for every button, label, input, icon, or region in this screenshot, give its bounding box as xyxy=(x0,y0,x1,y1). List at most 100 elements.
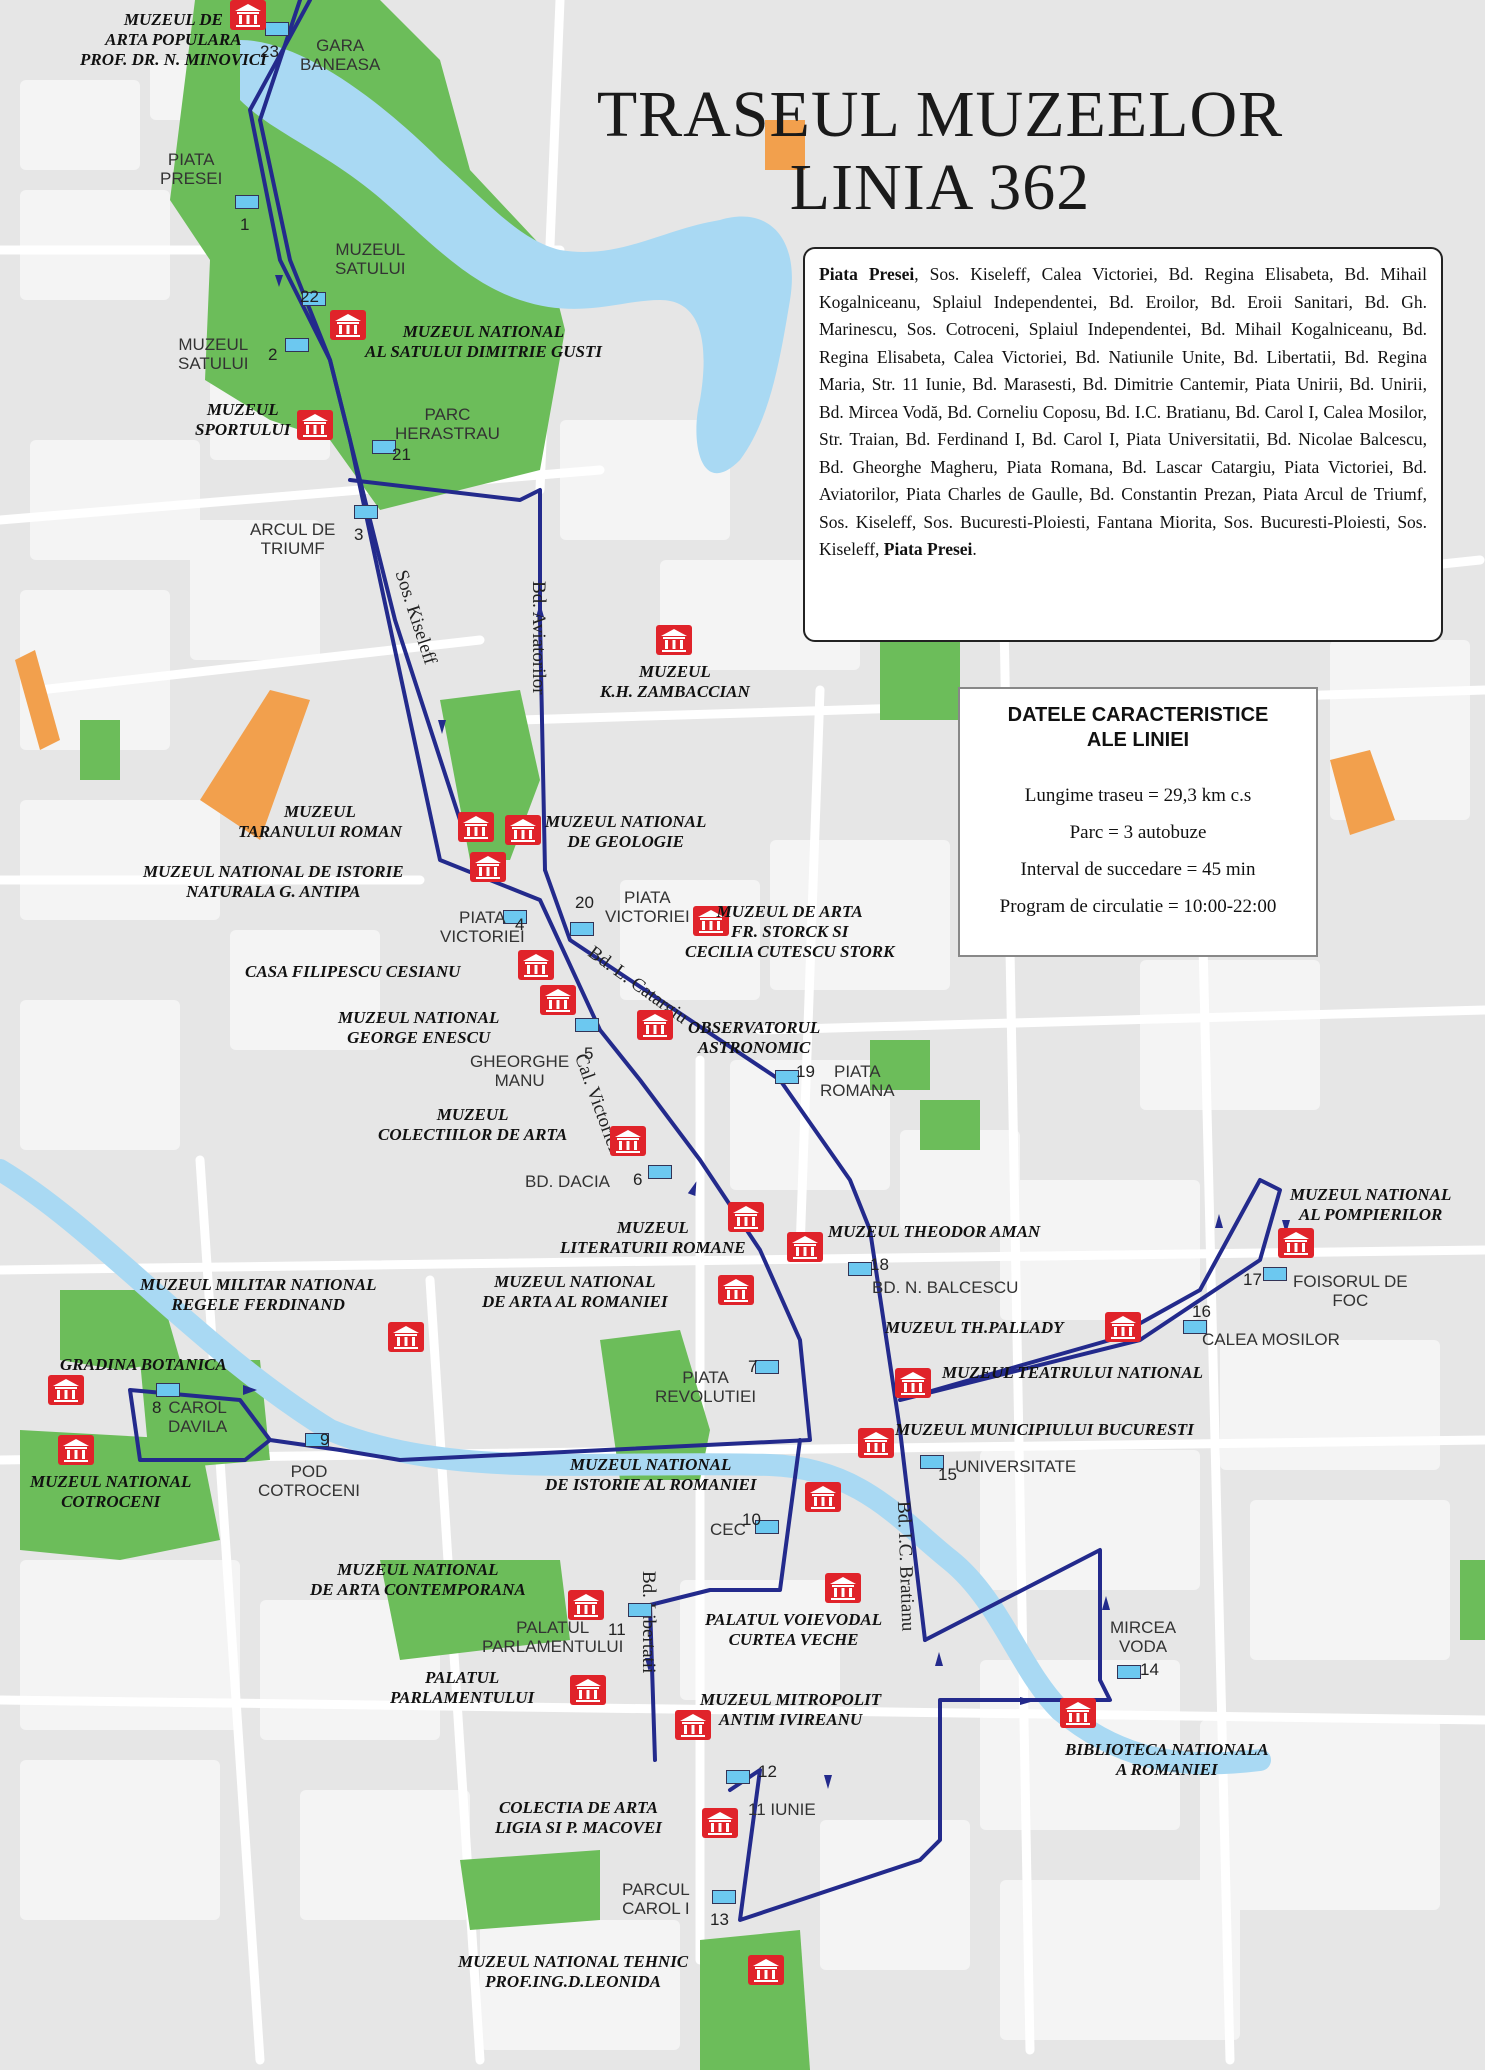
station-number: 5 xyxy=(584,1044,594,1063)
bus-stop-marker xyxy=(1263,1267,1287,1281)
museum-label: MUZEUL THEODOR AMAN xyxy=(828,1222,1041,1241)
street-libertatii: Bd. Libertatii xyxy=(638,1571,659,1674)
bus-stop-marker xyxy=(848,1262,872,1276)
bus-stop-marker xyxy=(712,1890,736,1904)
route-length: Lungime traseu = 29,3 km c.s xyxy=(1024,785,1252,806)
station-number: 16 xyxy=(1192,1302,1211,1321)
museum-icon xyxy=(505,815,541,845)
museum-icon xyxy=(718,1275,754,1305)
station-number: 12 xyxy=(758,1762,777,1781)
station-number: 2 xyxy=(268,345,278,364)
museum-icon xyxy=(297,410,333,440)
museum-icon xyxy=(728,1202,764,1232)
operating-hours: Program de circulatie = 10:00-22:00 xyxy=(999,896,1277,917)
museum-label: MUZEUL TEATRULUI NATIONAL xyxy=(942,1363,1204,1382)
bus-stop-marker xyxy=(775,1070,799,1084)
station-number: 23 xyxy=(260,42,279,61)
route-streets: , Sos. Kiseleff, Calea Victoriei, Bd. Re… xyxy=(819,264,1427,559)
museum-icon xyxy=(895,1368,931,1398)
museum-icon xyxy=(58,1435,94,1465)
station-name: UNIVERSITATE xyxy=(955,1457,1077,1476)
stats-title-line2: ALE LINIEI xyxy=(1086,729,1190,751)
station-name: BD. N. BALCESCU xyxy=(872,1278,1019,1297)
museum-icon xyxy=(1060,1698,1096,1728)
museum-icon xyxy=(540,985,576,1015)
museum-icon xyxy=(858,1428,894,1458)
museum-label: GRADINA BOTANICA xyxy=(60,1355,227,1374)
museum-icon xyxy=(610,1126,646,1156)
headway-interval: Interval de succedare = 45 min xyxy=(1020,859,1256,880)
station-name: CALEA MOSILOR xyxy=(1202,1330,1340,1349)
museum-icon xyxy=(825,1573,861,1603)
bus-stop-marker xyxy=(570,922,594,936)
bus-stop-marker xyxy=(755,1360,779,1374)
station-number: 14 xyxy=(1140,1660,1159,1679)
bus-stop-marker xyxy=(265,22,289,36)
line-characteristics-box: DATELE CARACTERISTICE ALE LINIEI Lungime… xyxy=(958,687,1318,957)
bus-stop-marker xyxy=(920,1455,944,1469)
station-name: 11 IUNIE xyxy=(748,1800,816,1819)
bus-stop-marker xyxy=(628,1603,652,1617)
bus-stop-marker xyxy=(503,910,527,924)
station-number: 11 xyxy=(608,1620,626,1639)
bus-stop-marker xyxy=(372,440,396,454)
station-number: 15 xyxy=(938,1465,957,1484)
station-number: 8 xyxy=(152,1398,162,1417)
station-name: BD. DACIA xyxy=(525,1172,611,1191)
bus-stop-marker xyxy=(302,292,326,306)
fleet-size: Parc = 3 autobuze xyxy=(1069,822,1207,843)
bus-stop-marker xyxy=(305,1433,329,1447)
museum-icon xyxy=(330,310,366,340)
museum-label: MUZEUL TH.PALLADY xyxy=(885,1318,1064,1337)
station-number: 3 xyxy=(354,525,364,544)
station-number: 10 xyxy=(742,1510,761,1529)
museum-icon xyxy=(570,1675,606,1705)
bus-stop-marker xyxy=(235,195,259,209)
museum-icon xyxy=(568,1590,604,1620)
museum-icon xyxy=(1278,1228,1314,1258)
museum-icon xyxy=(388,1322,424,1352)
museum-icon xyxy=(1105,1312,1141,1342)
station-number: 9 xyxy=(320,1430,330,1449)
bus-stop-marker xyxy=(648,1165,672,1179)
stats-title-line1: DATELE CARACTERISTICE xyxy=(1007,704,1269,726)
museum-icon xyxy=(675,1710,711,1740)
museum-icon xyxy=(702,1808,738,1838)
route-end: Piata Presei xyxy=(883,539,973,559)
station-number: 7 xyxy=(748,1357,758,1376)
station-number: 18 xyxy=(870,1255,889,1274)
museum-icon xyxy=(518,950,554,980)
museum-icon xyxy=(748,1955,784,1985)
station-number: 20 xyxy=(575,893,594,912)
museum-icon xyxy=(693,906,729,936)
station-number: 17 xyxy=(1243,1270,1262,1289)
museum-icon xyxy=(458,812,494,842)
route-description-box: Piata Presei, Sos. Kiseleff, Calea Victo… xyxy=(803,247,1443,642)
